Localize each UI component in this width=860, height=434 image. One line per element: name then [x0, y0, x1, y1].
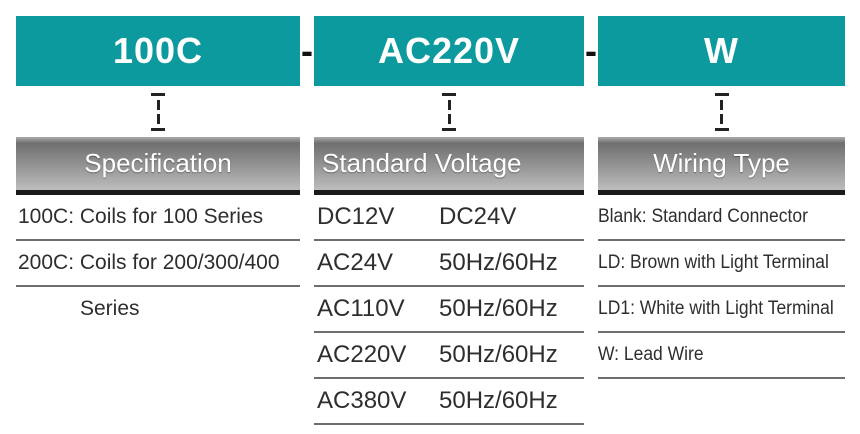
- wiring-row-label: W: Lead Wire: [598, 344, 704, 365]
- dashed-connector: [16, 86, 300, 137]
- voltage-row: AC220V 50Hz/60Hz: [314, 333, 584, 379]
- spec-row: 100C: Coils for 100 Series: [16, 195, 300, 241]
- code-segment-label: AC220V: [377, 30, 521, 71]
- header-underline: [314, 190, 584, 195]
- voltage-detail: 50Hz/60Hz: [439, 295, 558, 322]
- spec-row-continuation: Series: [80, 297, 140, 320]
- wiring-row: Blank: Standard Connector: [598, 195, 845, 241]
- voltage-row: DC12V DC24V: [314, 195, 584, 241]
- spec-row: 200C: Coils for 200/300/400: [16, 241, 300, 287]
- voltage-detail: 50Hz/60Hz: [439, 387, 558, 414]
- voltage-value: AC110V: [317, 295, 405, 322]
- wiring-row-label: Blank: Standard Connector: [598, 206, 808, 227]
- voltage-detail: 50Hz/60Hz: [439, 341, 558, 368]
- voltage-value: AC220V: [317, 341, 407, 368]
- column-wiring-type: W Wiring Type Blank: Standard Connector …: [598, 16, 845, 379]
- dashed-connector: [314, 86, 584, 137]
- column-header-label: Specification: [84, 148, 232, 178]
- voltage-row: AC24V 50Hz/60Hz: [314, 241, 584, 287]
- voltage-value: AC24V: [317, 249, 394, 276]
- voltage-detail: 50Hz/60Hz: [439, 249, 558, 276]
- column-standard-voltage: AC220V Standard Voltage DC12V DC24V AC24…: [314, 16, 584, 425]
- code-segment-label: W: [704, 30, 739, 71]
- header-underline: [16, 190, 300, 195]
- column-header: Specification: [16, 137, 300, 190]
- column-header-label: Standard Voltage: [322, 148, 522, 178]
- voltage-value: AC380V: [317, 387, 407, 414]
- code-box-specification: 100C: [16, 16, 300, 86]
- column-header: Wiring Type: [598, 137, 845, 190]
- column-specification: 100C Specification 100C: Coils for 100 S…: [16, 16, 300, 331]
- voltage-detail: DC24V: [439, 203, 517, 230]
- wiring-row: LD: Brown with Light Terminal: [598, 241, 845, 287]
- voltage-row: AC110V 50Hz/60Hz: [314, 287, 584, 333]
- wiring-row-label: LD: Brown with Light Terminal: [598, 252, 829, 273]
- code-box-voltage: AC220V: [314, 16, 584, 86]
- code-box-wiring: W: [598, 16, 845, 86]
- header-underline: [598, 190, 845, 195]
- wiring-row: W: Lead Wire: [598, 333, 845, 379]
- code-separator-dash: -: [585, 30, 597, 71]
- dashed-connector: [598, 86, 845, 137]
- wiring-row-label: LD1: White with Light Terminal: [598, 298, 834, 319]
- column-header: Standard Voltage: [314, 137, 584, 190]
- voltage-value: DC12V: [317, 203, 395, 230]
- column-header-label: Wiring Type: [653, 148, 790, 178]
- code-segment-label: 100C: [112, 30, 204, 71]
- voltage-row: AC380V 50Hz/60Hz: [314, 379, 584, 425]
- wiring-row: LD1: White with Light Terminal: [598, 287, 845, 333]
- code-separator-dash: -: [301, 30, 313, 71]
